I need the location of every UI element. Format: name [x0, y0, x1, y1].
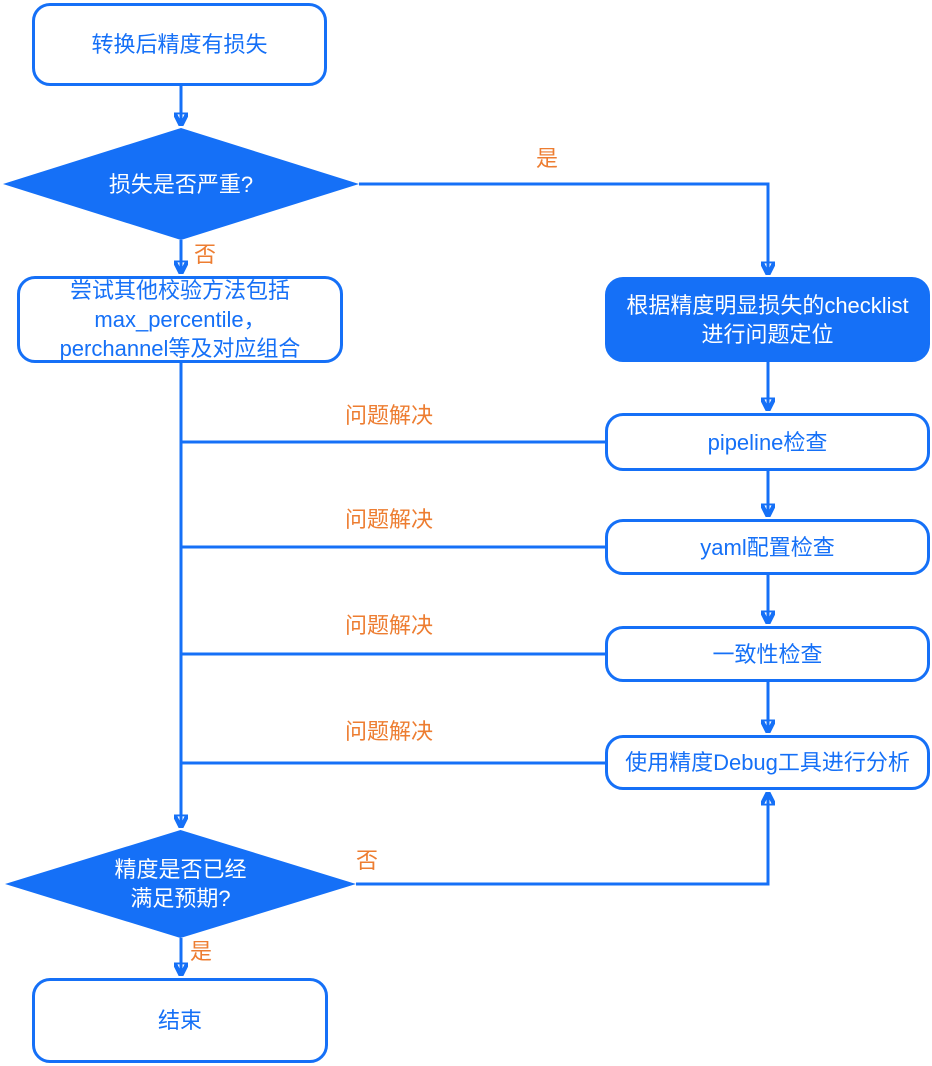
node-pipeline-check: pipeline检查 — [605, 413, 930, 471]
node-try-other-methods-line1: 尝试其他校验方法包括 — [69, 278, 290, 303]
edge-label-yes-severe: 是 — [536, 146, 559, 171]
node-checklist-locate-line2: 进行问题定位 — [701, 321, 834, 347]
edge-label-problem-solved-1: 问题解决 — [345, 403, 434, 428]
node-checklist-locate-line1: 根据精度明显损失的checklist — [626, 292, 909, 318]
node-yaml-check-label: yaml配置检查 — [700, 534, 835, 560]
edge-label-problem-solved-4: 问题解决 — [345, 719, 434, 744]
node-start-label: 转换后精度有损失 — [91, 32, 268, 57]
node-start: 转换后精度有损失 — [32, 3, 327, 86]
node-end: 结束 — [32, 978, 328, 1063]
node-yaml-check: yaml配置检查 — [605, 519, 930, 575]
edge-decision2-no-to-debug — [356, 794, 768, 886]
edge-label-no-severe: 否 — [194, 242, 217, 267]
node-decision-loss-severe-label: 损失是否严重? — [108, 171, 254, 197]
edge-label-problem-solved-2: 问题解决 — [345, 507, 434, 532]
node-debug-tool-label: 使用精度Debug工具进行分析 — [625, 750, 910, 775]
node-try-other-methods-line2: max_percentile， — [94, 307, 266, 332]
edge-label-yes-expectation: 是 — [190, 939, 213, 964]
edge-label-no-expectation: 否 — [356, 848, 379, 873]
node-try-other-methods: 尝试其他校验方法包括 max_percentile， perchannel等及对… — [17, 276, 343, 363]
node-decision-meets-expectation-line1: 精度是否已经 — [114, 857, 247, 882]
edge-decision1-yes-to-checklist — [359, 182, 768, 273]
node-end-label: 结束 — [157, 1008, 202, 1033]
node-consistency-check-label: 一致性检查 — [712, 641, 823, 667]
node-try-other-methods-line3: perchannel等及对应组合 — [59, 336, 301, 361]
node-checklist-locate: 根据精度明显损失的checklist 进行问题定位 — [605, 277, 930, 362]
node-debug-tool: 使用精度Debug工具进行分析 — [605, 735, 930, 790]
node-decision-meets-expectation-line2: 满足预期? — [130, 886, 231, 911]
edge-label-problem-solved-3: 问题解决 — [345, 613, 434, 638]
node-consistency-check: 一致性检查 — [605, 626, 930, 682]
node-pipeline-check-label: pipeline检查 — [707, 429, 828, 455]
